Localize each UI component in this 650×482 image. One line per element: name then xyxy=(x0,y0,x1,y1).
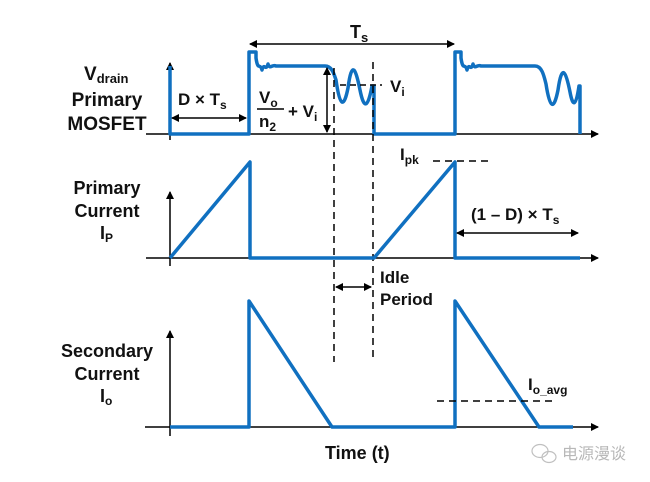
vi-label: Vi xyxy=(390,77,405,99)
secondary-label-line2: Current xyxy=(74,364,139,384)
off-time-label: (1 – D) × Ts xyxy=(471,205,560,227)
ipk-label: Ipk xyxy=(400,145,419,167)
dts-label: D × Ts xyxy=(178,90,227,112)
ts-label: Ts xyxy=(350,22,368,45)
reflected-voltage-label: Vo n2 + Vi xyxy=(257,88,317,134)
io-avg-label: Io_avg xyxy=(528,375,567,397)
svg-text:Vo: Vo xyxy=(259,88,278,110)
idle-label-line1: Idle xyxy=(380,268,409,287)
vdrain-label-line3: MOSFET xyxy=(67,114,147,135)
primary-label-line2: Current xyxy=(74,201,139,221)
wechat-icon xyxy=(531,443,557,464)
idle-label-line2: Period xyxy=(380,290,433,309)
watermark-text: 电源漫谈 xyxy=(562,444,626,463)
vdrain-label: Vdrain xyxy=(84,64,129,86)
primary-label-symbol: IP xyxy=(100,223,113,245)
svg-text:n2: n2 xyxy=(259,112,276,134)
primary-current-waveform xyxy=(168,160,580,260)
vdrain-waveform xyxy=(168,50,582,136)
primary-label-line1: Primary xyxy=(73,178,140,198)
x-axis-label: Time (t) xyxy=(325,443,390,463)
secondary-label-line1: Secondary xyxy=(61,341,153,361)
secondary-label-symbol: Io xyxy=(100,386,112,408)
secondary-current-waveform xyxy=(170,299,573,429)
svg-text:+ Vi: + Vi xyxy=(288,102,317,124)
vdrain-label-line2: Primary xyxy=(72,90,143,111)
